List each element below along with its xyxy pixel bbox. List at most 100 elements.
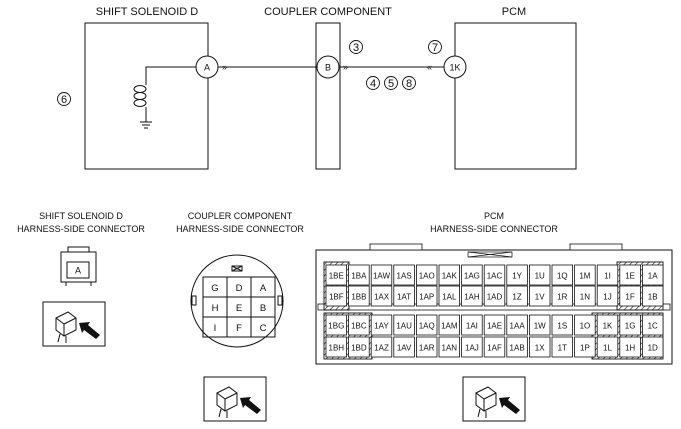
pcm-pin-cell (596, 264, 619, 286)
pcm-pin-1ac: 1AC (487, 272, 503, 281)
pcm-box (454, 22, 577, 170)
pcm-pin-1bc: 1BC (351, 322, 367, 331)
pcm-pin-cell (551, 336, 574, 358)
pcm-pin-1az: 1AZ (374, 344, 389, 353)
coupler-connector-title-1: COUPLER COMPONENT (188, 211, 293, 221)
pcm-connector-title-1: PCM (484, 211, 504, 221)
pcm-pin-cell (574, 314, 596, 336)
pcm-pin-cell (461, 264, 483, 286)
terminal-b-label: B (325, 63, 331, 73)
pcm-pin-1w: 1W (534, 322, 546, 331)
pcm-pin-1n: 1N (580, 293, 590, 302)
pcm-pin-cell (551, 264, 574, 286)
pcm-pin-cell (393, 336, 415, 358)
pcm-pin-cell (393, 314, 415, 336)
pcm-pin-cell (370, 336, 393, 358)
pcm-pin-1ao: 1AO (419, 272, 435, 281)
coupler-pin-e: E (236, 303, 242, 314)
solenoid-title: SHIFT SOLENOID D (96, 6, 199, 18)
pcm-pin-cell (506, 314, 528, 336)
pcm-pin-cell (483, 264, 506, 286)
pcm-pin-cell (529, 285, 551, 307)
pcm-pin-cell (619, 336, 641, 358)
pcm-pin-1l: 1L (603, 344, 612, 353)
terminal-a-label: A (204, 63, 210, 73)
pcm-pin-cell (506, 336, 528, 358)
terminal-1k-circle (443, 55, 467, 79)
pcm-pin-cell (415, 314, 438, 336)
pcm-pin-1as: 1AS (397, 272, 412, 281)
pcm-pin-cell (370, 285, 393, 307)
coupler-box (315, 22, 341, 170)
coupler-pin-d: D (236, 283, 243, 294)
pcm-pin-1v: 1V (535, 293, 545, 302)
step-5: 5 (388, 78, 394, 90)
pcm-pin-cell (438, 336, 461, 358)
connector-chevron-a: » (222, 62, 227, 72)
pcm-pin-1k: 1K (603, 322, 613, 331)
pcm-pin-cell (348, 314, 370, 336)
pcm-pin-cell (461, 314, 483, 336)
step-5-circle (384, 76, 398, 90)
pcm-pin-cell (325, 336, 348, 358)
terminal-1k-label: 1K (449, 63, 460, 73)
pcm-pin-1au: 1AU (396, 322, 412, 331)
coupler-pin-g: G (211, 283, 218, 294)
pcm-pin-cell (438, 264, 461, 286)
terminal-b-circle (316, 55, 340, 79)
connector-chevron-pcm: « (427, 62, 432, 72)
pcm-pin-1ah: 1AH (464, 293, 480, 302)
pcm-pin-cell (642, 264, 664, 286)
step-6-circle (57, 92, 71, 106)
solenoid-coil-icon (133, 66, 196, 129)
coupler-pin-h: H (212, 303, 219, 314)
pcm-pin-cell (551, 314, 574, 336)
pcm-connector-title-2: HARNESS-SIDE CONNECTOR (430, 224, 558, 234)
coupler-pin-c: C (260, 323, 267, 334)
pcm-pin-1t: 1T (558, 344, 567, 353)
coupler-title: COUPLER COMPONENT (264, 6, 392, 18)
step-7: 7 (432, 42, 438, 54)
pcm-pin-1i: 1I (604, 272, 611, 281)
pcm-pin-cell (415, 264, 438, 286)
pcm-pin-1y: 1Y (512, 272, 522, 281)
pcm-pin-1be: 1BE (329, 272, 344, 281)
solenoid-box (84, 22, 209, 170)
solenoid-connector (60, 246, 97, 286)
pcm-pin-cell (348, 264, 370, 286)
coupler-pin-i: I (214, 323, 217, 334)
step-3-circle (349, 40, 363, 54)
pcm-pin-1b: 1B (648, 293, 658, 302)
pcm-pin-cell (642, 285, 664, 307)
pcm-pin-cell (461, 285, 483, 307)
coupler-connector-view-icon (203, 376, 267, 422)
step-3: 3 (353, 42, 359, 54)
pcm-pin-1ap: 1AP (419, 293, 434, 302)
solenoid-connector-view-icon (42, 301, 106, 347)
step-4: 4 (370, 78, 376, 90)
pcm-pin-1an: 1AN (442, 344, 458, 353)
pcm-pin-1bg: 1BG (328, 322, 344, 331)
pcm-pin-1f: 1F (625, 293, 634, 302)
pcm-pin-cell (325, 285, 348, 307)
pcm-pin-cell (506, 285, 528, 307)
pcm-pin-cell (325, 314, 348, 336)
pcm-pin-1h: 1H (625, 344, 635, 353)
pcm-pin-1c: 1C (648, 322, 658, 331)
pcm-pin-cell (619, 264, 641, 286)
pcm-pin-1x: 1X (535, 344, 545, 353)
pcm-pin-cell (596, 314, 619, 336)
pcm-pin-1aw: 1AW (373, 272, 390, 281)
pcm-pin-1av: 1AV (397, 344, 412, 353)
pcm-pin-cell (325, 264, 348, 286)
pcm-pin-1ax: 1AX (374, 293, 390, 302)
pcm-pin-1am: 1AM (441, 322, 458, 331)
pcm-pin-cell (596, 336, 619, 358)
step-8: 8 (406, 78, 412, 90)
pcm-pin-1af: 1AF (487, 344, 502, 353)
coupler-pin-f: F (236, 323, 242, 334)
pcm-pin-1al: 1AL (442, 293, 457, 302)
pcm-pin-cell (574, 264, 596, 286)
